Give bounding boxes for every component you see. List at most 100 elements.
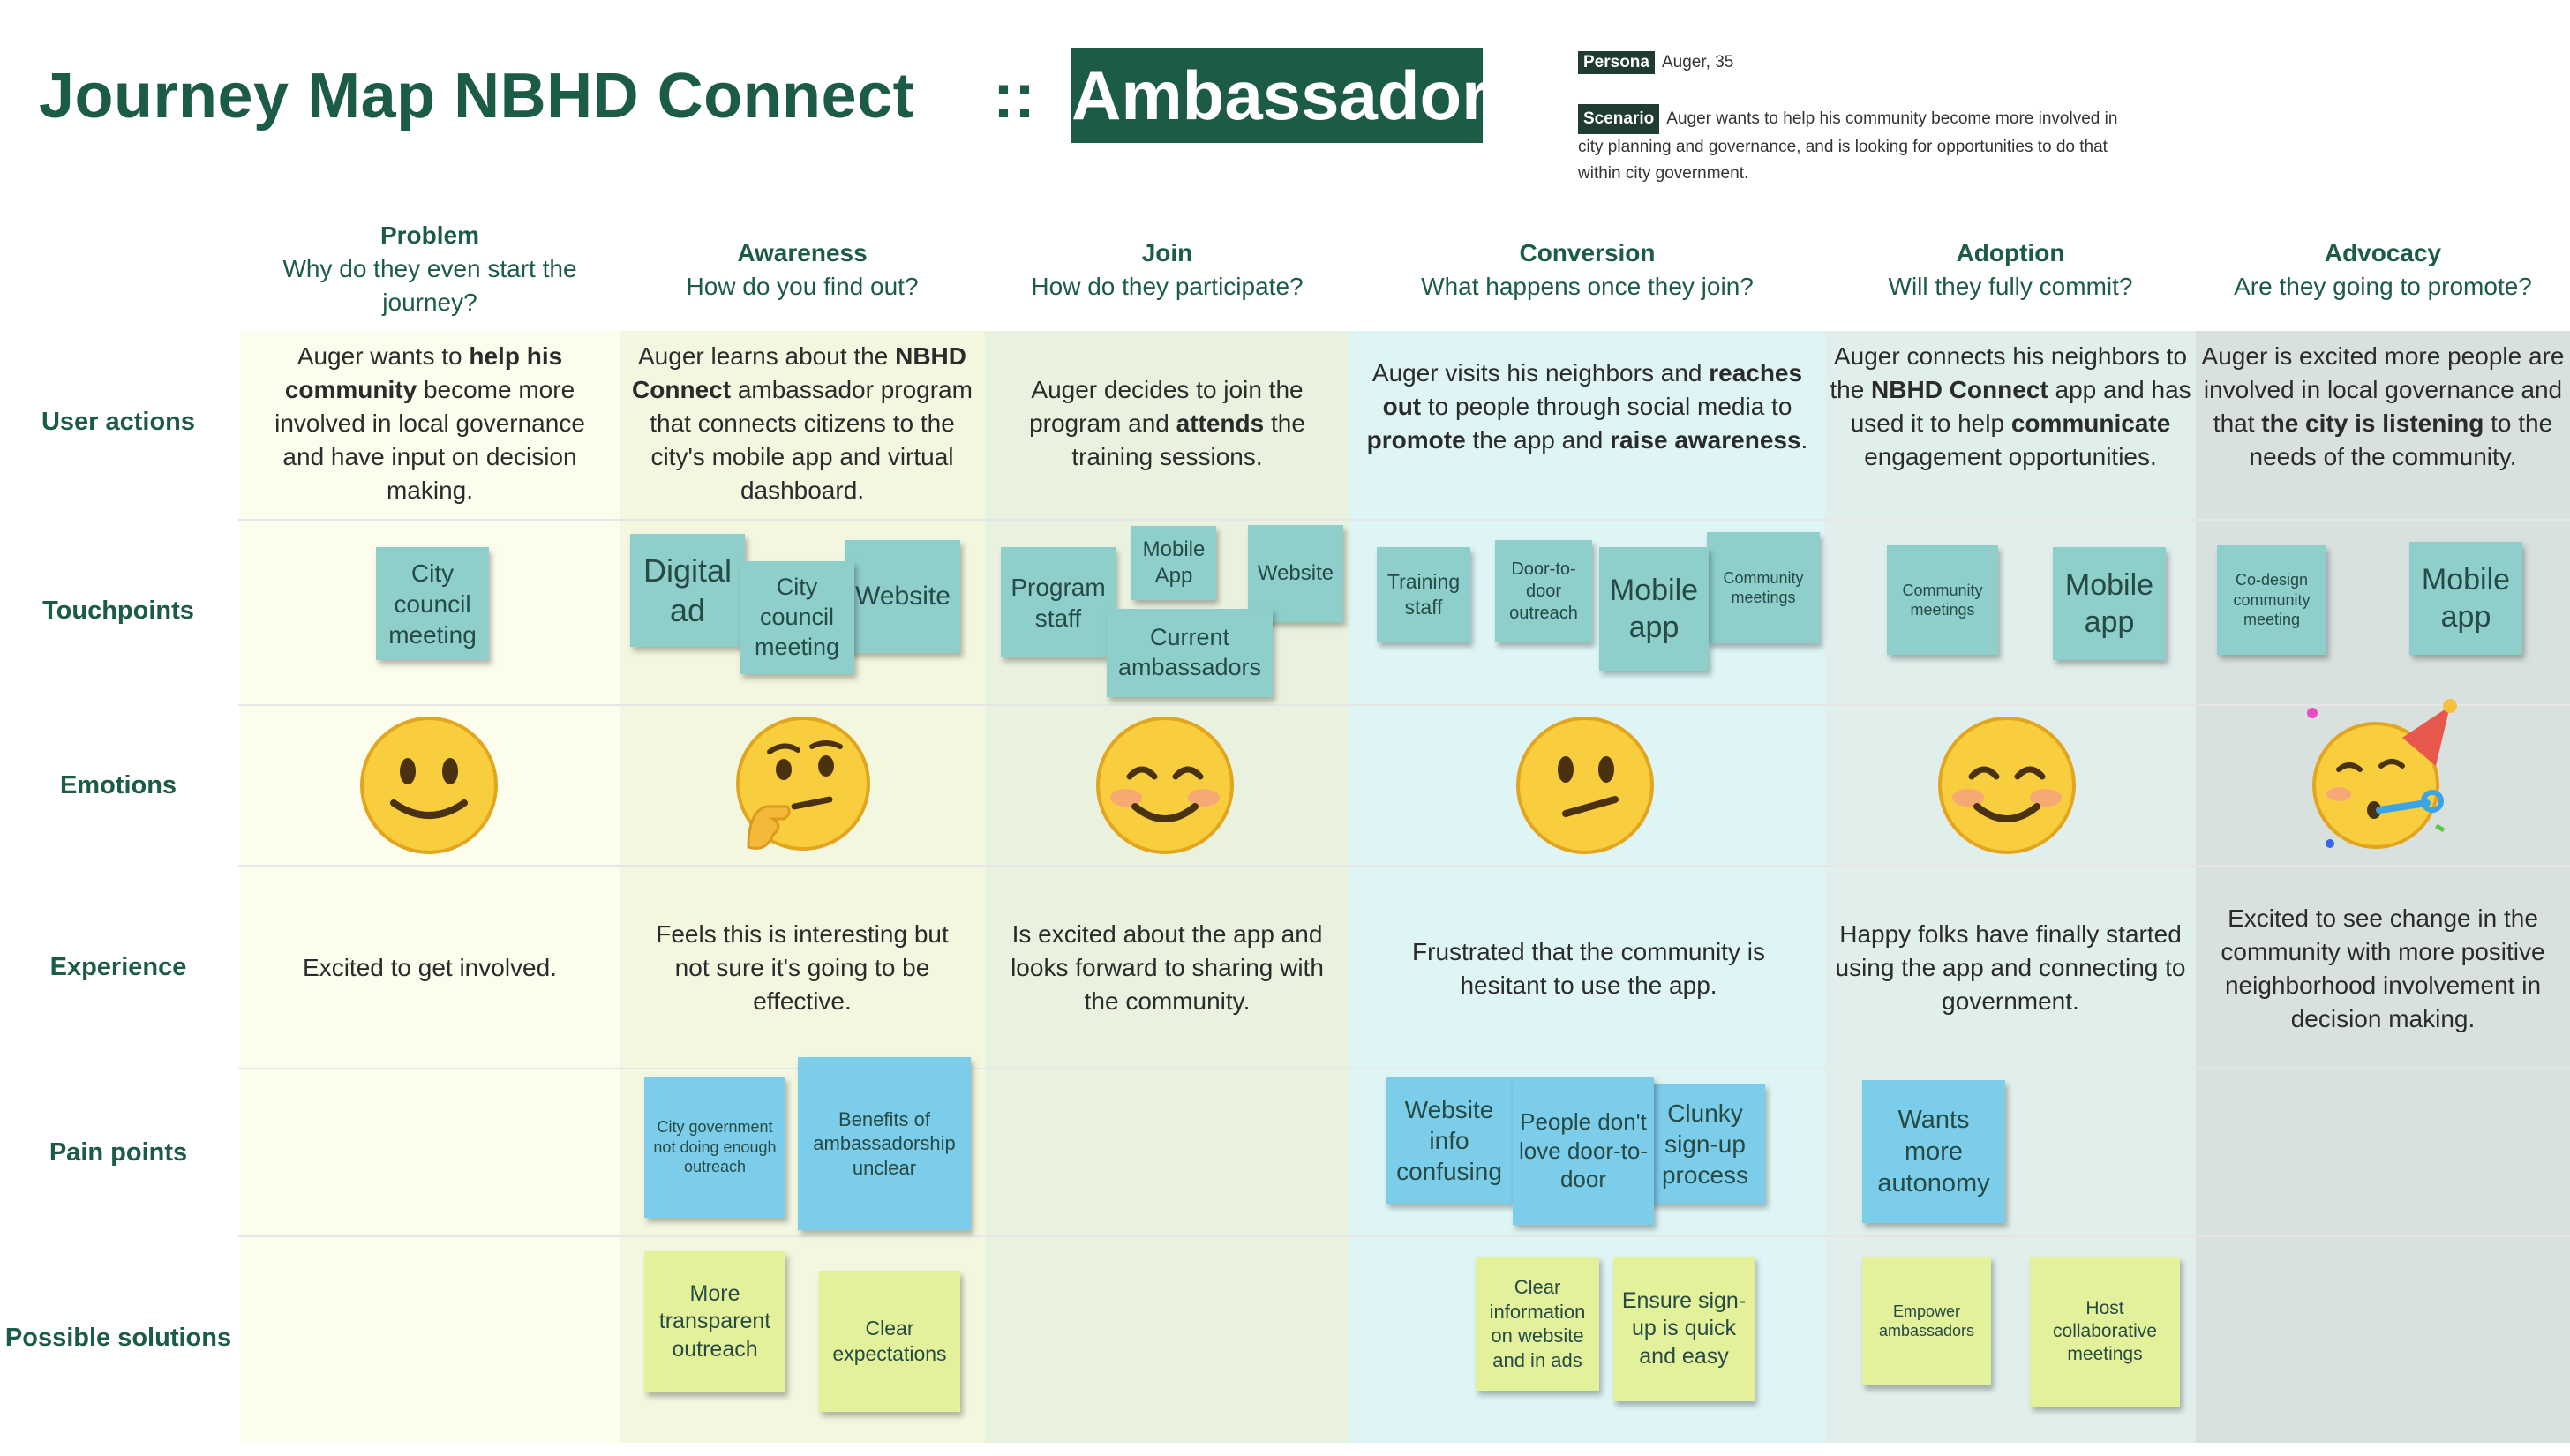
stage-header-problem: Problem Why do they even start the journ… xyxy=(249,219,611,319)
action-text: Auger is excited more people are involve… xyxy=(2201,342,2565,437)
solution-note: Host collaborative meetings xyxy=(2030,1257,2180,1407)
user-action-awareness: Auger learns about the NBHD Connect amba… xyxy=(628,340,976,507)
row-divider xyxy=(238,519,2570,521)
smiling-face-with-smiling-eyes-icon xyxy=(1938,717,2076,854)
column-advocacy xyxy=(2196,331,2570,1443)
partying-face-icon xyxy=(2307,699,2457,849)
scenario-tag: Scenario xyxy=(1578,104,1660,134)
touchpoint-note: Mobile app xyxy=(2053,547,2166,660)
row-label-emotions: Emotions xyxy=(59,771,177,799)
action-emphasis: NBHD Connect xyxy=(632,342,966,403)
user-action-problem: Auger wants to help his community become… xyxy=(258,340,602,507)
action-emphasis: promote xyxy=(1366,426,1466,454)
smiling-face-with-smiling-eyes-icon xyxy=(1096,717,1234,854)
row-label-touchpoints: Touchpoints xyxy=(42,597,194,625)
touchpoint-note: Current ambassadors xyxy=(1107,609,1273,697)
touchpoint-note: Mobile app xyxy=(2409,542,2522,655)
column-join xyxy=(985,331,1349,1443)
touchpoint-note: Mobile App xyxy=(1131,526,1216,600)
solution-note: Empower ambassadors xyxy=(1862,1257,1991,1385)
touchpoint-note: Community meetings xyxy=(1707,532,1820,643)
confused-face-icon xyxy=(1516,717,1654,854)
touchpoint-note: Community meetings xyxy=(1887,545,1998,655)
stage-header-advocacy: Advocacy Are they going to promote? xyxy=(2196,236,2570,304)
solution-note: More transparent outreach xyxy=(644,1251,785,1392)
persona-text: Auger, 35 xyxy=(1661,53,1734,71)
touchpoint-note: Website xyxy=(845,540,960,653)
stage-header-adoption: Adoption Will they fully commit? xyxy=(1825,236,2196,304)
user-action-conversion: Auger visits his neighbors and reaches o… xyxy=(1354,356,1821,457)
action-text: the app and xyxy=(1465,426,1611,454)
touchpoint-note: City council meeting xyxy=(740,561,854,674)
action-emphasis: communicate xyxy=(2010,409,2171,437)
action-text: app and has used it to help xyxy=(1850,376,2191,437)
action-text: Auger visits his neighbors and xyxy=(1371,359,1710,387)
persona-badge: Ambassador xyxy=(1071,48,1489,143)
action-text: Auger decides to join the program and xyxy=(1029,376,1304,437)
row-divider xyxy=(238,865,2570,867)
stage-name: Conversion xyxy=(1519,239,1656,266)
persona-info: Persona Auger, 35 xyxy=(1578,51,1733,74)
action-emphasis: help his community xyxy=(284,342,563,403)
stage-question: Why do they even start the journey? xyxy=(282,255,577,316)
column-problem xyxy=(240,331,620,1443)
touchpoint-note: Door-to-door outreach xyxy=(1495,540,1592,642)
thinking-face-icon xyxy=(736,717,870,851)
pain-point-note: Website info confusing xyxy=(1386,1077,1513,1204)
action-text: the training sessions. xyxy=(1071,409,1305,470)
stage-header-conversion: Conversion What happens once they join? xyxy=(1358,236,1816,304)
row-label-experience: Experience xyxy=(49,953,187,981)
touchpoint-note: Program staff xyxy=(1001,547,1116,657)
action-text: to the needs of the community. xyxy=(2249,409,2553,470)
action-emphasis: reaches out xyxy=(1382,359,1803,420)
pain-point-note: Benefits of ambassadorship unclear xyxy=(798,1057,971,1230)
solution-note: Clear expectations xyxy=(819,1271,960,1412)
action-text: engagement opportunities. xyxy=(1864,443,2157,470)
touchpoint-note: Digital ad xyxy=(630,534,745,647)
touchpoint-note: Website xyxy=(1248,525,1343,622)
touchpoint-note: Mobile app xyxy=(1599,547,1709,671)
stage-header-awareness: Awareness How do you find out? xyxy=(628,236,976,304)
user-action-adoption: Auger connects his neighbors to the NBHD… xyxy=(1830,340,2191,474)
page-title: Journey Map NBHD Connect xyxy=(39,61,915,131)
user-action-advocacy: Auger is excited more people are involve… xyxy=(2200,340,2566,474)
action-text: ambassador program that connects citizen… xyxy=(650,376,973,504)
stage-question: Are they going to promote? xyxy=(2234,273,2532,300)
stage-name: Adoption xyxy=(1956,239,2065,266)
action-emphasis: raise awareness xyxy=(1610,426,1801,454)
experience-text: Excited to see change in the community w… xyxy=(2221,904,2545,1032)
slightly-smiling-face-icon xyxy=(360,717,498,854)
row-divider xyxy=(238,1068,2570,1069)
user-action-join: Auger decides to join the program and at… xyxy=(994,373,1341,474)
touchpoint-note: City council meeting xyxy=(376,547,489,660)
row-divider xyxy=(238,1235,2570,1237)
stage-name: Awareness xyxy=(737,239,868,266)
experience-text: Frustrated that the community is hesitan… xyxy=(1412,938,1765,999)
experience-text: Feels this is interesting but not sure i… xyxy=(656,920,949,1015)
solution-note: Clear information on website and in ads xyxy=(1476,1257,1599,1391)
action-text: Auger learns about the xyxy=(638,342,896,370)
pain-point-note: City government not doing enough outreac… xyxy=(644,1077,785,1218)
touchpoint-note: Co-design community meeting xyxy=(2217,545,2326,655)
action-text: . xyxy=(1800,426,1808,454)
persona-tag: Persona xyxy=(1578,51,1655,74)
action-text: Auger wants to xyxy=(297,342,470,370)
action-text: become more involved in local governance… xyxy=(274,376,585,504)
action-text: to people through social media to xyxy=(1421,393,1792,420)
stage-question: Will they fully commit? xyxy=(1888,273,2133,300)
pain-point-note: People don't love door-to-door xyxy=(1513,1077,1654,1225)
row-label-pain-points: Pain points xyxy=(49,1138,188,1167)
stage-name: Join xyxy=(1141,239,1193,266)
pain-point-note: Wants more autonomy xyxy=(1862,1080,2005,1223)
stage-question: How do they participate? xyxy=(1031,273,1304,300)
scenario-text: Auger wants to help his community become… xyxy=(1578,109,2118,183)
action-emphasis: the city is listening xyxy=(2261,409,2484,437)
experience-text: Happy folks have finally started using t… xyxy=(1835,920,2186,1015)
stage-name: Problem xyxy=(379,221,480,249)
stage-name: Advocacy xyxy=(2324,239,2442,266)
action-emphasis: NBHD Connect xyxy=(1871,376,2048,403)
pain-point-note: Clunky sign-up process xyxy=(1645,1084,1765,1204)
stage-header-join: Join How do they participate? xyxy=(985,236,1349,304)
solution-note: Ensure sign-up is quick and easy xyxy=(1613,1257,1755,1401)
title-separator: :: xyxy=(993,61,1035,131)
